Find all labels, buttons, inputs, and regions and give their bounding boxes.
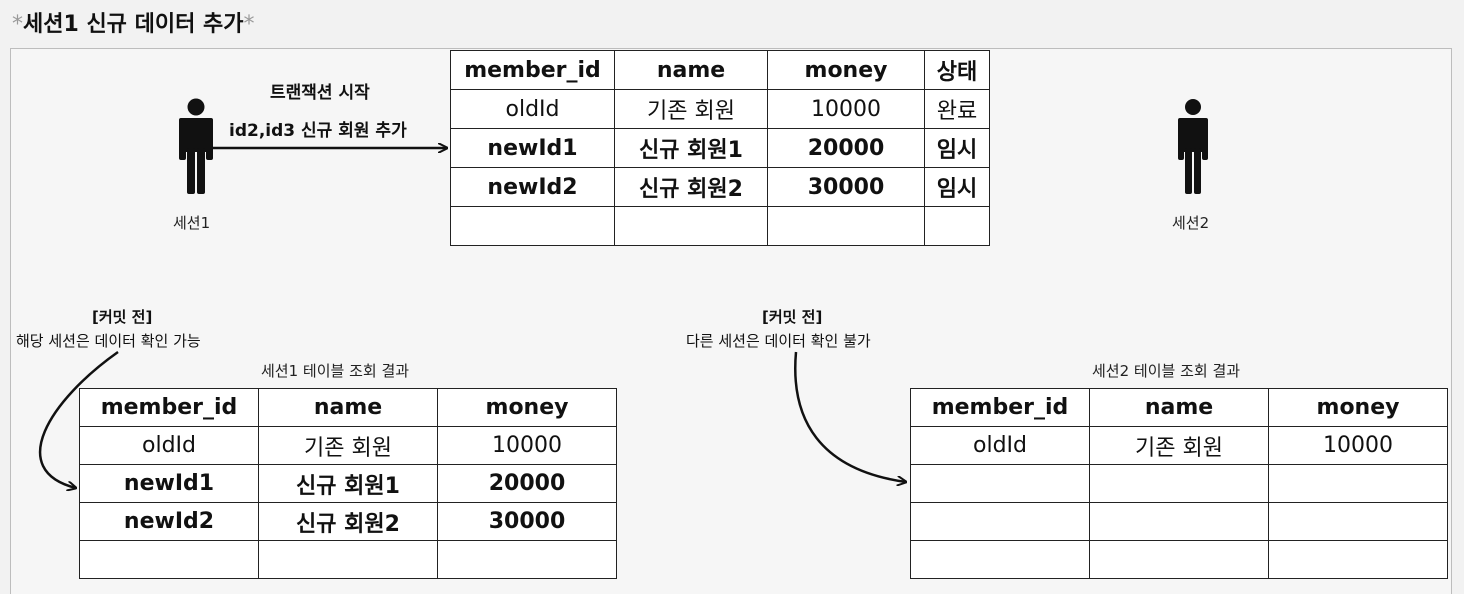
table-row: newId1 신규 회원1 20000 xyxy=(79,464,617,503)
empty-table-row xyxy=(79,540,617,579)
empty-table-row xyxy=(910,464,1448,503)
cell-name: 신규 회원2 xyxy=(258,502,438,541)
header-money: money xyxy=(437,388,617,427)
table-row: oldId 기존 회원 10000 완료 xyxy=(450,89,990,129)
main-member-table: member_id name money 상태 oldId 기존 회원 1000… xyxy=(450,50,990,246)
table-header-row: member_id name money xyxy=(79,388,617,427)
cell-money: 10000 xyxy=(437,426,617,465)
cell-member-id: newId2 xyxy=(450,167,615,207)
cell-status: 완료 xyxy=(924,89,990,129)
right-note-arrow xyxy=(794,351,906,482)
empty-table-row xyxy=(910,502,1448,541)
session2-result-table: member_id name money oldId 기존 회원 10000 xyxy=(910,388,1448,579)
title-star-left: * xyxy=(12,12,23,37)
cell-status: 임시 xyxy=(924,167,990,207)
session2-person-icon xyxy=(1178,99,1208,194)
transaction-start-label: 트랜잭션 시작 xyxy=(270,83,370,103)
title-star-right: * xyxy=(243,12,255,37)
session1-person-icon xyxy=(179,98,213,194)
right-note-text: 다른 세션은 데이터 확인 불가 xyxy=(686,332,871,350)
header-name: name xyxy=(1089,388,1269,427)
cell-name: 신규 회원2 xyxy=(614,167,768,207)
empty-table-row xyxy=(450,206,990,246)
cell-member-id: oldId xyxy=(79,426,259,465)
left-note-text: 해당 세션은 데이터 확인 가능 xyxy=(16,332,201,350)
table-row: oldId 기존 회원 10000 xyxy=(910,426,1448,465)
table-row: newId1 신규 회원1 20000 임시 xyxy=(450,128,990,168)
left-note-arrow xyxy=(38,350,119,488)
cell-member-id: newId2 xyxy=(79,502,259,541)
cell-name: 신규 회원1 xyxy=(258,464,438,503)
session2-table-caption: 세션2 테이블 조회 결과 xyxy=(1092,362,1241,380)
empty-table-row xyxy=(910,540,1448,579)
header-name: name xyxy=(614,50,768,90)
cell-money: 10000 xyxy=(1268,426,1448,465)
cell-member-id: newId1 xyxy=(450,128,615,168)
table-row: newId2 신규 회원2 30000 xyxy=(79,502,617,541)
cell-money: 30000 xyxy=(437,502,617,541)
session2-label: 세션2 xyxy=(1172,214,1210,232)
cell-status: 임시 xyxy=(924,128,990,168)
cell-money: 10000 xyxy=(767,89,925,129)
session1-result-table: member_id name money oldId 기존 회원 10000 n… xyxy=(79,388,617,579)
right-note-title: [커밋 전] xyxy=(762,308,823,326)
table-row: oldId 기존 회원 10000 xyxy=(79,426,617,465)
header-name: name xyxy=(258,388,438,427)
session1-table-caption: 세션1 테이블 조회 결과 xyxy=(261,362,410,380)
session1-label: 세션1 xyxy=(173,214,211,232)
transaction-insert-label: id2,id3 신규 회원 추가 xyxy=(229,121,407,141)
left-note-title: [커밋 전] xyxy=(92,308,153,326)
diagram-title: *세션1 신규 데이터 추가* xyxy=(12,6,254,38)
title-text: 세션1 신규 데이터 추가 xyxy=(23,12,244,37)
cell-member-id: newId1 xyxy=(79,464,259,503)
header-money: money xyxy=(767,50,925,90)
cell-name: 신규 회원1 xyxy=(614,128,768,168)
cell-money: 20000 xyxy=(767,128,925,168)
cell-member-id: oldId xyxy=(450,89,615,129)
